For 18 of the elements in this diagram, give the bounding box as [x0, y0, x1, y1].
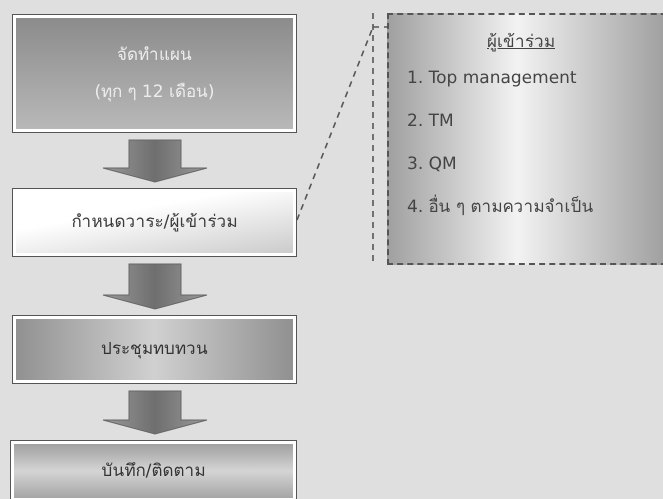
node-label: กำหนดวาระ/ผู้เข้าร่วม	[72, 211, 238, 234]
callout-panel	[387, 13, 663, 265]
block-arrow	[102, 140, 208, 183]
list-item: 2. TM	[407, 110, 454, 132]
list-item: 4. อื่น ๆ ตามความจำเป็น	[407, 196, 594, 218]
process-box	[12, 315, 297, 384]
list-item: 3. QM	[407, 153, 457, 176]
node-label: จัดทำแผน	[117, 44, 192, 66]
process-box	[12, 188, 297, 257]
panel-heading: ผู้เข้าร่วม	[487, 31, 555, 54]
node-label: บันทึก/ติดตาม	[102, 460, 206, 482]
node-label: (ทุก ๆ 12 เดือน)	[94, 80, 215, 103]
block-arrow	[102, 390, 208, 435]
node-label: ประชุมทบทวน	[101, 338, 208, 361]
list-item: 1. Top management	[407, 67, 577, 90]
process-box	[12, 14, 297, 133]
process-box	[10, 440, 297, 499]
block-arrow	[102, 264, 208, 310]
